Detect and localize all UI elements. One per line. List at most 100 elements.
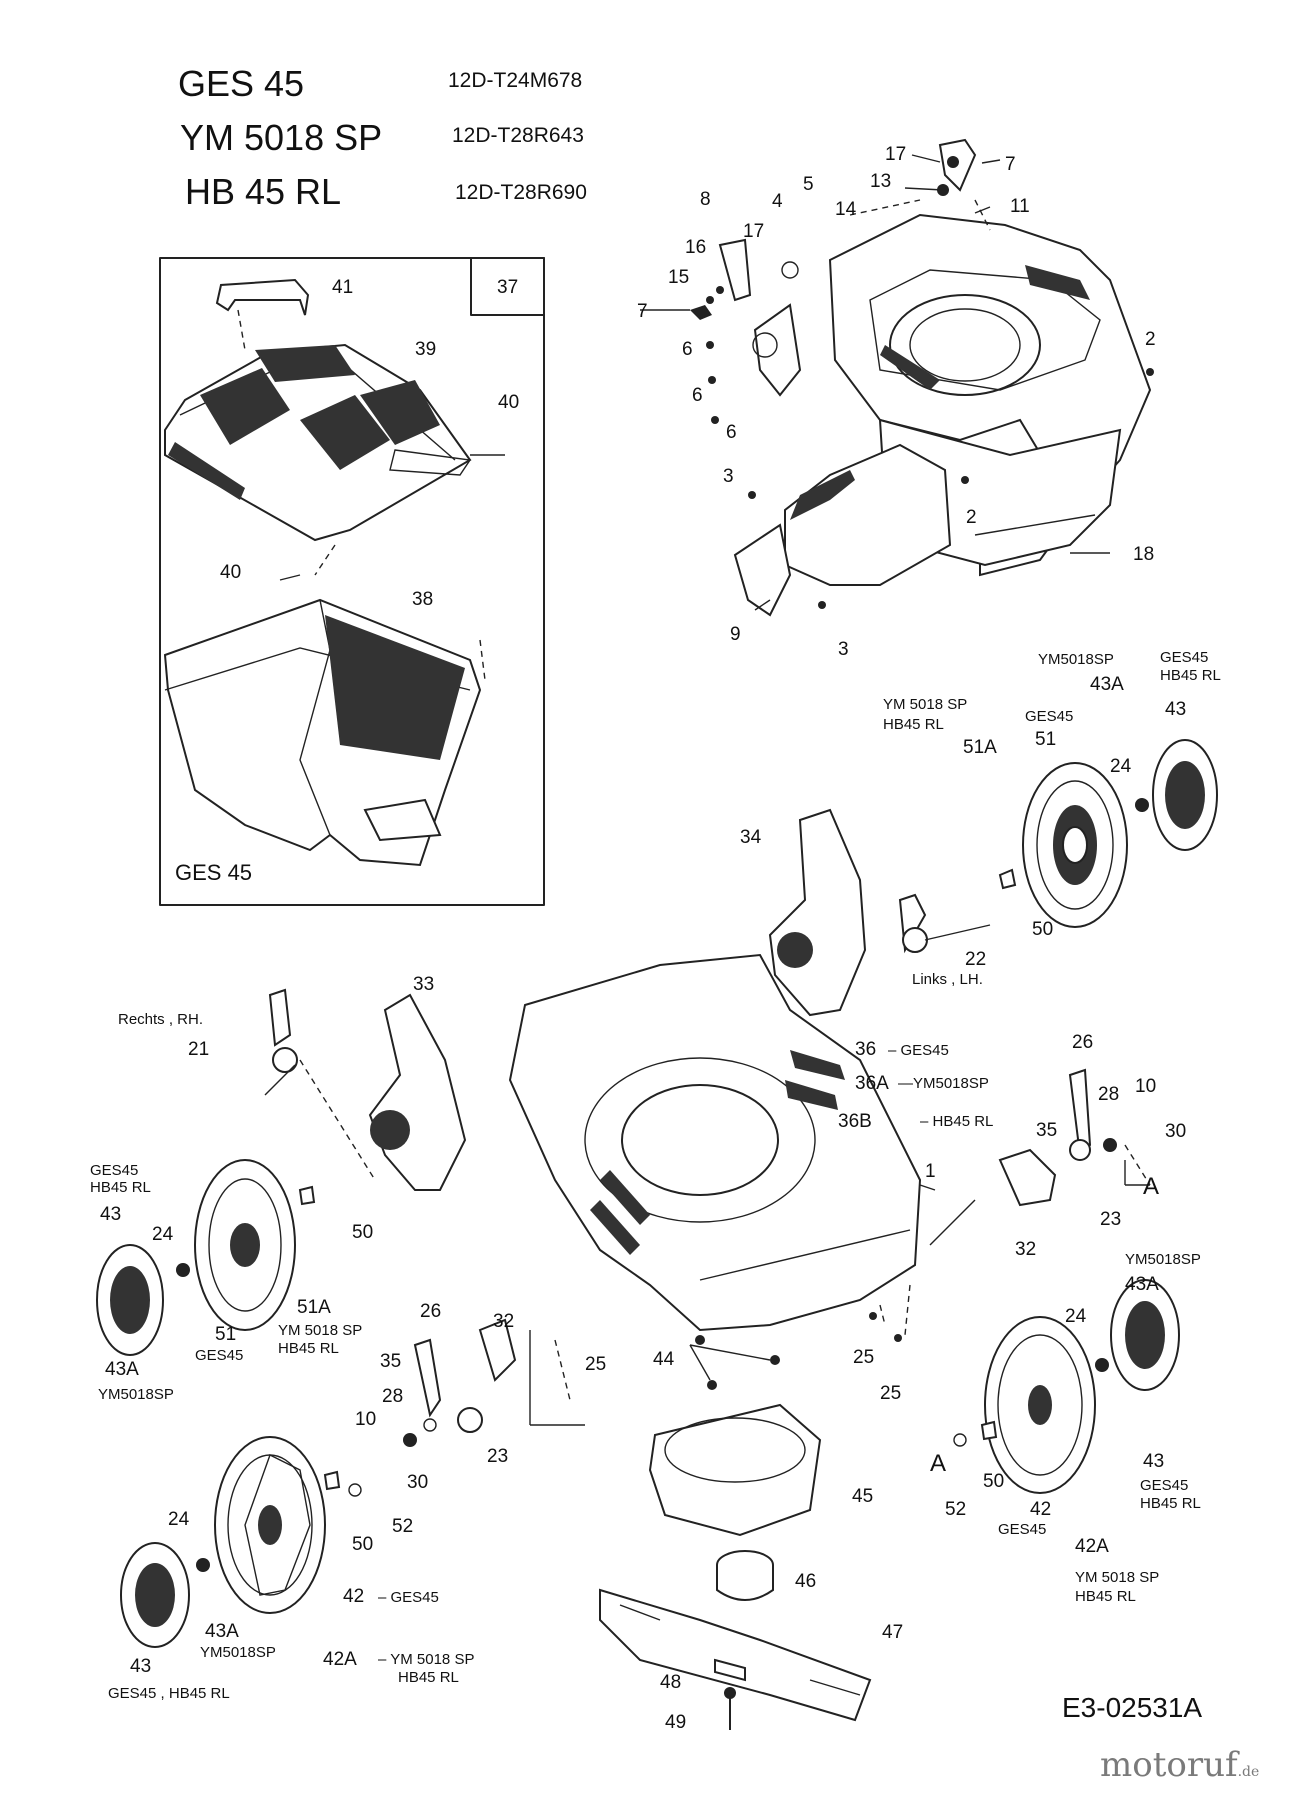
- variant-label: – HB45 RL: [920, 1113, 994, 1130]
- drawing-reference: E3-02531A: [1062, 1692, 1203, 1723]
- grass-bag-handle: [215, 278, 310, 351]
- blade-adapter-45: [648, 1335, 822, 1537]
- part-label: 2: [1145, 329, 1156, 350]
- wheel-bottom-right: [953, 1279, 1180, 1494]
- part-label: 41: [332, 277, 354, 298]
- part-label: 50: [352, 1534, 374, 1555]
- part-label: 48: [660, 1672, 682, 1693]
- height-lever-right: [998, 1068, 1151, 1207]
- part-label: 32: [493, 1311, 515, 1332]
- part-label: 15: [668, 267, 690, 288]
- axle-right-rh: [264, 988, 376, 1181]
- part-label: 17: [885, 144, 907, 165]
- side-label: Rechts , RH.: [118, 1011, 204, 1028]
- leader-lines-mid: [869, 1160, 1150, 1342]
- variant-label: YM5018SP: [1125, 1251, 1201, 1268]
- variant-label: HB45 RL: [398, 1669, 459, 1686]
- part-label: 50: [1032, 919, 1054, 940]
- part-label: 35: [1036, 1120, 1058, 1141]
- grass-bag-basket: [163, 598, 486, 867]
- part-label: 35: [380, 1351, 402, 1372]
- part-label: 32: [1015, 1239, 1037, 1260]
- variant-label: GES45 , HB45 RL: [108, 1685, 230, 1702]
- part-label: 52: [392, 1516, 414, 1537]
- part-label: 11: [1010, 196, 1030, 217]
- part-label: 26: [1072, 1032, 1094, 1053]
- part-label: 2: [966, 507, 977, 528]
- part-label: 24: [168, 1509, 190, 1530]
- variant-label: GES45: [195, 1347, 244, 1364]
- part-label: 43A: [1090, 674, 1124, 695]
- variant-label: YM 5018 SP: [278, 1322, 363, 1339]
- model-code-1: 12D-T24M678: [448, 69, 583, 92]
- part-label: 42: [343, 1586, 365, 1607]
- part-label: 1: [925, 1161, 936, 1182]
- part-label: 51: [215, 1324, 237, 1345]
- variant-label: GES45: [1140, 1477, 1189, 1494]
- part-label: 42: [1030, 1499, 1052, 1520]
- part-label: 43A: [105, 1359, 139, 1380]
- part-label: 25: [853, 1347, 875, 1368]
- part-label: 38: [412, 589, 434, 610]
- variant-label: HB45 RL: [278, 1340, 339, 1357]
- wheel-rear-top: [998, 739, 1218, 928]
- part-label: 25: [880, 1383, 902, 1404]
- variant-label: HB45 RL: [1075, 1588, 1136, 1605]
- part-label: 42A: [323, 1649, 357, 1670]
- part-label: 43A: [205, 1621, 239, 1642]
- part-label: 45: [852, 1486, 874, 1507]
- part-label: 30: [1165, 1121, 1187, 1142]
- part-label: 6: [682, 339, 693, 360]
- part-label: 50: [983, 1471, 1005, 1492]
- part-label: 30: [407, 1472, 429, 1493]
- part-label: 7: [637, 301, 648, 322]
- model-name-2: YM 5018 SP: [180, 117, 383, 158]
- part-label: 10: [355, 1409, 377, 1430]
- part-label: 13: [870, 171, 892, 192]
- part-label: 25: [585, 1354, 607, 1375]
- variant-label: HB45 RL: [90, 1179, 151, 1196]
- part-label: 51A: [297, 1297, 331, 1318]
- height-adjuster-bracket-left: [368, 993, 467, 1191]
- part-label: 7: [1005, 154, 1016, 175]
- variant-label: GES45: [90, 1162, 139, 1179]
- part-label: 49: [665, 1712, 687, 1733]
- model-name-3: HB 45 RL: [185, 171, 342, 212]
- variant-label: YM5018SP: [1038, 651, 1114, 668]
- variant-label: HB45 RL: [1160, 667, 1221, 684]
- wheel-bottom-left: [120, 1436, 362, 1648]
- part-label: 42A: [1075, 1536, 1109, 1557]
- side-label: Links , LH.: [912, 971, 983, 988]
- part-label: 18: [1133, 544, 1155, 565]
- part-label: 3: [723, 466, 734, 487]
- part-label: 33: [413, 974, 435, 995]
- part-label: 9: [730, 624, 741, 645]
- part-label: 8: [700, 189, 711, 210]
- part-label: 36B: [838, 1111, 872, 1132]
- variant-label: – GES45: [378, 1589, 439, 1606]
- part-label: 5: [803, 174, 814, 195]
- variant-label: YM5018SP: [200, 1644, 276, 1661]
- top-hardware: [690, 138, 1154, 609]
- part-label: 21: [188, 1039, 210, 1060]
- part-label: 6: [692, 385, 703, 406]
- part-label: 28: [382, 1386, 404, 1407]
- part-label: 28: [1098, 1084, 1120, 1105]
- leader-lines-top: [640, 154, 1110, 611]
- model-name-1: GES 45: [178, 63, 305, 104]
- part-label: 43: [1143, 1451, 1165, 1472]
- part-label: 36A: [855, 1073, 889, 1094]
- part-label: 16: [685, 237, 707, 258]
- part-label: 24: [1065, 1306, 1087, 1327]
- part-label: 46: [795, 1571, 817, 1592]
- rear-flap-bracket: [718, 238, 952, 617]
- part-label: 51A: [963, 737, 997, 758]
- part-label: 43: [100, 1204, 122, 1225]
- height-adjuster-bracket-right: [768, 808, 991, 1017]
- wheel-front-left: [96, 1159, 316, 1356]
- height-lever-middle: [403, 1318, 585, 1447]
- part-label: 44: [653, 1349, 675, 1370]
- part-label: 39: [415, 339, 437, 360]
- part-label: 14: [835, 199, 857, 220]
